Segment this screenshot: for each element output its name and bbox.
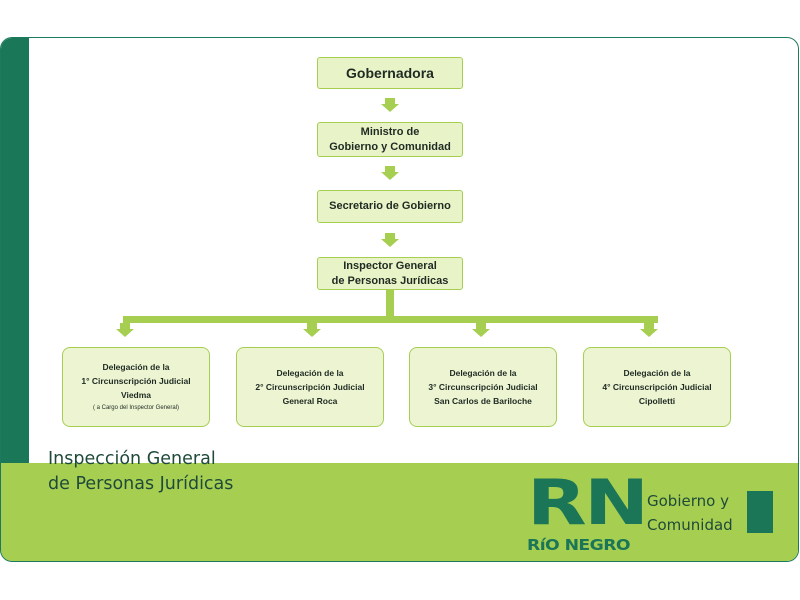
drop-1-head <box>116 329 134 337</box>
arrow-3 <box>381 239 399 247</box>
delegacion-3-line2: 3° Circunscripción Judicial <box>428 382 538 392</box>
delegacion-1-line2: 1° Circunscripción Judicial <box>81 376 191 386</box>
gob-line2: Comunidad <box>647 516 733 534</box>
gobierno-comunidad-label: Gobierno y Comunidad <box>647 489 757 537</box>
box-secretario: Secretario de Gobierno <box>317 190 463 223</box>
delegacion-1-note: ( a Cargo del Inspector General) <box>92 405 180 411</box>
box-ministro-line1: Ministro de <box>360 125 420 138</box>
delegacion-4: Delegación de la 4° Circunscripción Judi… <box>583 347 731 427</box>
drop-2 <box>307 323 317 329</box>
logo-bar <box>747 491 773 533</box>
rn-logo: RN <box>527 466 649 539</box>
arrow-1-stem <box>385 98 395 104</box>
footer-title-line2: de Personas Jurídicas <box>48 474 234 494</box>
arrow-3-stem <box>385 233 395 239</box>
box-secretario-label: Secretario de Gobierno <box>329 200 451 212</box>
delegacion-3: Delegación de la 3° Circunscripción Judi… <box>409 347 557 427</box>
drop-4-head <box>640 329 658 337</box>
box-inspector: Inspector General de Personas Jurídicas <box>317 257 463 290</box>
delegacion-4-line1: Delegación de la <box>623 368 691 378</box>
box-ministro-line2: Gobierno y Comunidad <box>329 140 451 153</box>
delegacion-4-line3: Cipolletti <box>638 396 676 406</box>
delegacion-2: Delegación de la 2° Circunscripción Judi… <box>236 347 384 427</box>
delegacion-3-line1: Delegación de la <box>449 368 517 378</box>
box-inspector-line1: Inspector General <box>343 259 437 272</box>
delegacion-1: Delegación de la 1° Circunscripción Judi… <box>62 347 210 427</box>
drop-3 <box>476 323 486 329</box>
footer-band <box>1 463 798 561</box>
box-gobernadora-label: Gobernadora <box>346 65 434 81</box>
drop-2-head <box>303 329 321 337</box>
delegacion-4-line2: 4° Circunscripción Judicial <box>602 382 712 392</box>
footer-title: Inspección General de Personas Jurídicas <box>48 447 348 497</box>
delegacion-3-line3: San Carlos de Bariloche <box>434 396 532 406</box>
footer-title-line1: Inspección General <box>48 449 216 469</box>
delegacion-2-line3: General Roca <box>282 396 338 406</box>
drop-3-head <box>472 329 490 337</box>
delegacion-1-line1: Delegación de la <box>102 362 170 372</box>
arrow-2 <box>381 172 399 180</box>
arrow-1 <box>381 104 399 112</box>
gob-line1: Gobierno y <box>647 492 729 510</box>
arrow-2-stem <box>385 166 395 172</box>
drop-4 <box>644 323 654 329</box>
branch-line <box>123 316 658 323</box>
box-ministro: Ministro de Gobierno y Comunidad <box>317 122 463 157</box>
trunk-line <box>386 290 394 316</box>
delegacion-2-line1: Delegación de la <box>276 368 344 378</box>
box-inspector-line2: de Personas Jurídicas <box>331 274 449 287</box>
rio-negro-logo-text: RíO NEGRO <box>527 536 631 554</box>
drop-1 <box>120 323 130 329</box>
delegacion-1-line3: Viedma <box>120 390 152 400</box>
box-gobernadora: Gobernadora <box>317 57 463 89</box>
delegacion-2-line2: 2° Circunscripción Judicial <box>255 382 365 392</box>
